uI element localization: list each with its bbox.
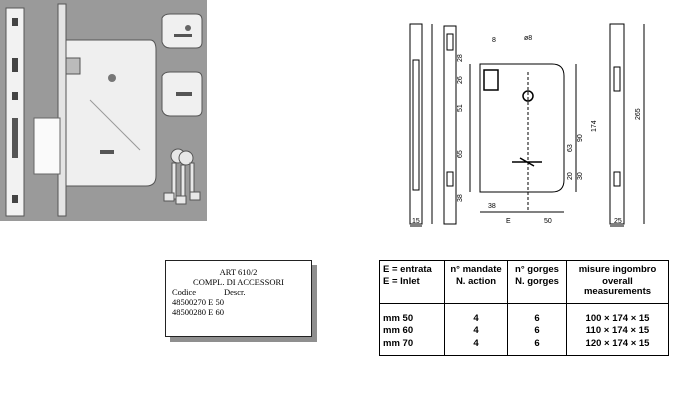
cell-gorges: 6 — [507, 337, 567, 356]
cell-inlet: mm 60 — [379, 323, 445, 338]
col-desc: Descr. — [224, 287, 246, 297]
row-code: 48500270 — [172, 297, 206, 307]
engraving-line — [89, 99, 141, 151]
accessories-row: 48500280 E 60 — [166, 307, 311, 317]
row-code: 48500280 — [172, 307, 206, 317]
dim-50: 50 — [544, 218, 552, 225]
cell-gorges: 6 — [507, 323, 567, 338]
header-size-it: misure ingombro — [566, 260, 669, 277]
dim-E: E — [506, 218, 511, 225]
header-action-en: N. action — [444, 277, 508, 304]
dim-28: 28 — [457, 54, 464, 62]
dim-265: 265 — [635, 108, 642, 120]
lock-photo-illustration — [5, 3, 203, 217]
spindle-hole — [108, 74, 116, 82]
side-view — [443, 25, 457, 225]
cell-inlet: mm 70 — [379, 337, 445, 356]
accessories-header-row: Codice Descr. — [166, 287, 311, 297]
dim-26: 26 — [457, 76, 464, 84]
dim-25: 25 — [614, 218, 622, 225]
escutcheon-slot — [174, 34, 192, 37]
accessories-subtitle: COMPL. DI ACCESSORI — [193, 277, 284, 287]
faceplate-view — [409, 23, 423, 225]
spec-row: mm 60 4 6 110 × 174 × 15 — [379, 323, 669, 338]
cell-size: 110 × 174 × 15 — [566, 323, 669, 338]
spec-header-en: E = Inlet N. action N. gorges overall me… — [379, 277, 669, 304]
cell-size: 100 × 174 × 15 — [566, 303, 669, 324]
dim-51: 51 — [457, 104, 464, 112]
accessories-title: ART 610/2 — [219, 267, 258, 277]
latch — [65, 57, 81, 75]
faceplate — [5, 7, 25, 217]
cell-inlet: mm 50 — [379, 303, 445, 324]
lock-front-plate — [57, 3, 67, 217]
header-action-it: n° mandate — [444, 260, 508, 277]
keys — [163, 148, 201, 205]
header-gorges-it: n° gorges — [507, 260, 567, 277]
dim-63: 63 — [567, 144, 574, 152]
dim-d8b: 8 — [492, 37, 496, 44]
dim-38: 38 — [457, 194, 464, 202]
escutcheon-screw — [185, 25, 191, 31]
accessories-box: ART 610/2 COMPL. DI ACCESSORI Codice Desc… — [165, 260, 312, 337]
cell-action: 4 — [444, 337, 508, 356]
cell-action: 4 — [444, 303, 508, 324]
spec-header-it: E = entrata n° mandate n° gorges misure … — [379, 260, 669, 277]
dim-174: 174 — [591, 120, 598, 132]
dim-20: 20 — [567, 172, 574, 180]
dim-15: 15 — [412, 218, 420, 225]
col-code: Codice — [172, 287, 197, 297]
row-desc: E 50 — [208, 297, 224, 307]
dim-d8: ø8 — [524, 35, 532, 42]
escutcheon-keyhole — [176, 92, 192, 96]
spec-row: mm 50 4 6 100 × 174 × 15 — [379, 303, 669, 324]
dim-90: 90 — [577, 134, 584, 142]
cell-action: 4 — [444, 323, 508, 338]
faceplate-latch-hole — [12, 58, 18, 72]
lock-outline — [479, 63, 565, 193]
spec-row: mm 70 4 6 120 × 174 × 15 — [379, 337, 669, 356]
lock-body — [61, 39, 157, 187]
header-size-en: overall measurements — [566, 277, 669, 304]
lock-bolt — [33, 117, 61, 175]
cell-size: 120 × 174 × 15 — [566, 337, 669, 356]
faceplate-screw-hole — [12, 195, 18, 203]
header-gorges-en: N. gorges — [507, 277, 567, 304]
escutcheon-top — [161, 13, 203, 49]
faceplate-hole — [12, 92, 18, 100]
keyhole — [100, 150, 114, 154]
row-desc: E 60 — [208, 307, 224, 317]
header-inlet-en: E = Inlet — [379, 277, 445, 304]
spec-table: E = entrata n° mandate n° gorges misure … — [379, 260, 669, 356]
cell-gorges: 6 — [507, 303, 567, 324]
faceplate-bolt-hole — [12, 118, 18, 158]
dim-65: 65 — [457, 150, 464, 158]
header-inlet-it: E = entrata — [379, 260, 445, 277]
faceplate-screw-hole — [12, 18, 18, 26]
dim-30: 30 — [577, 172, 584, 180]
product-photo — [0, 0, 207, 221]
dim-38b: 38 — [488, 203, 496, 210]
accessories-row: 48500270 E 50 — [166, 297, 311, 307]
technical-drawing: ø8 8 28 26 51 65 38 38 63 90 20 30 174 2… — [409, 23, 645, 227]
